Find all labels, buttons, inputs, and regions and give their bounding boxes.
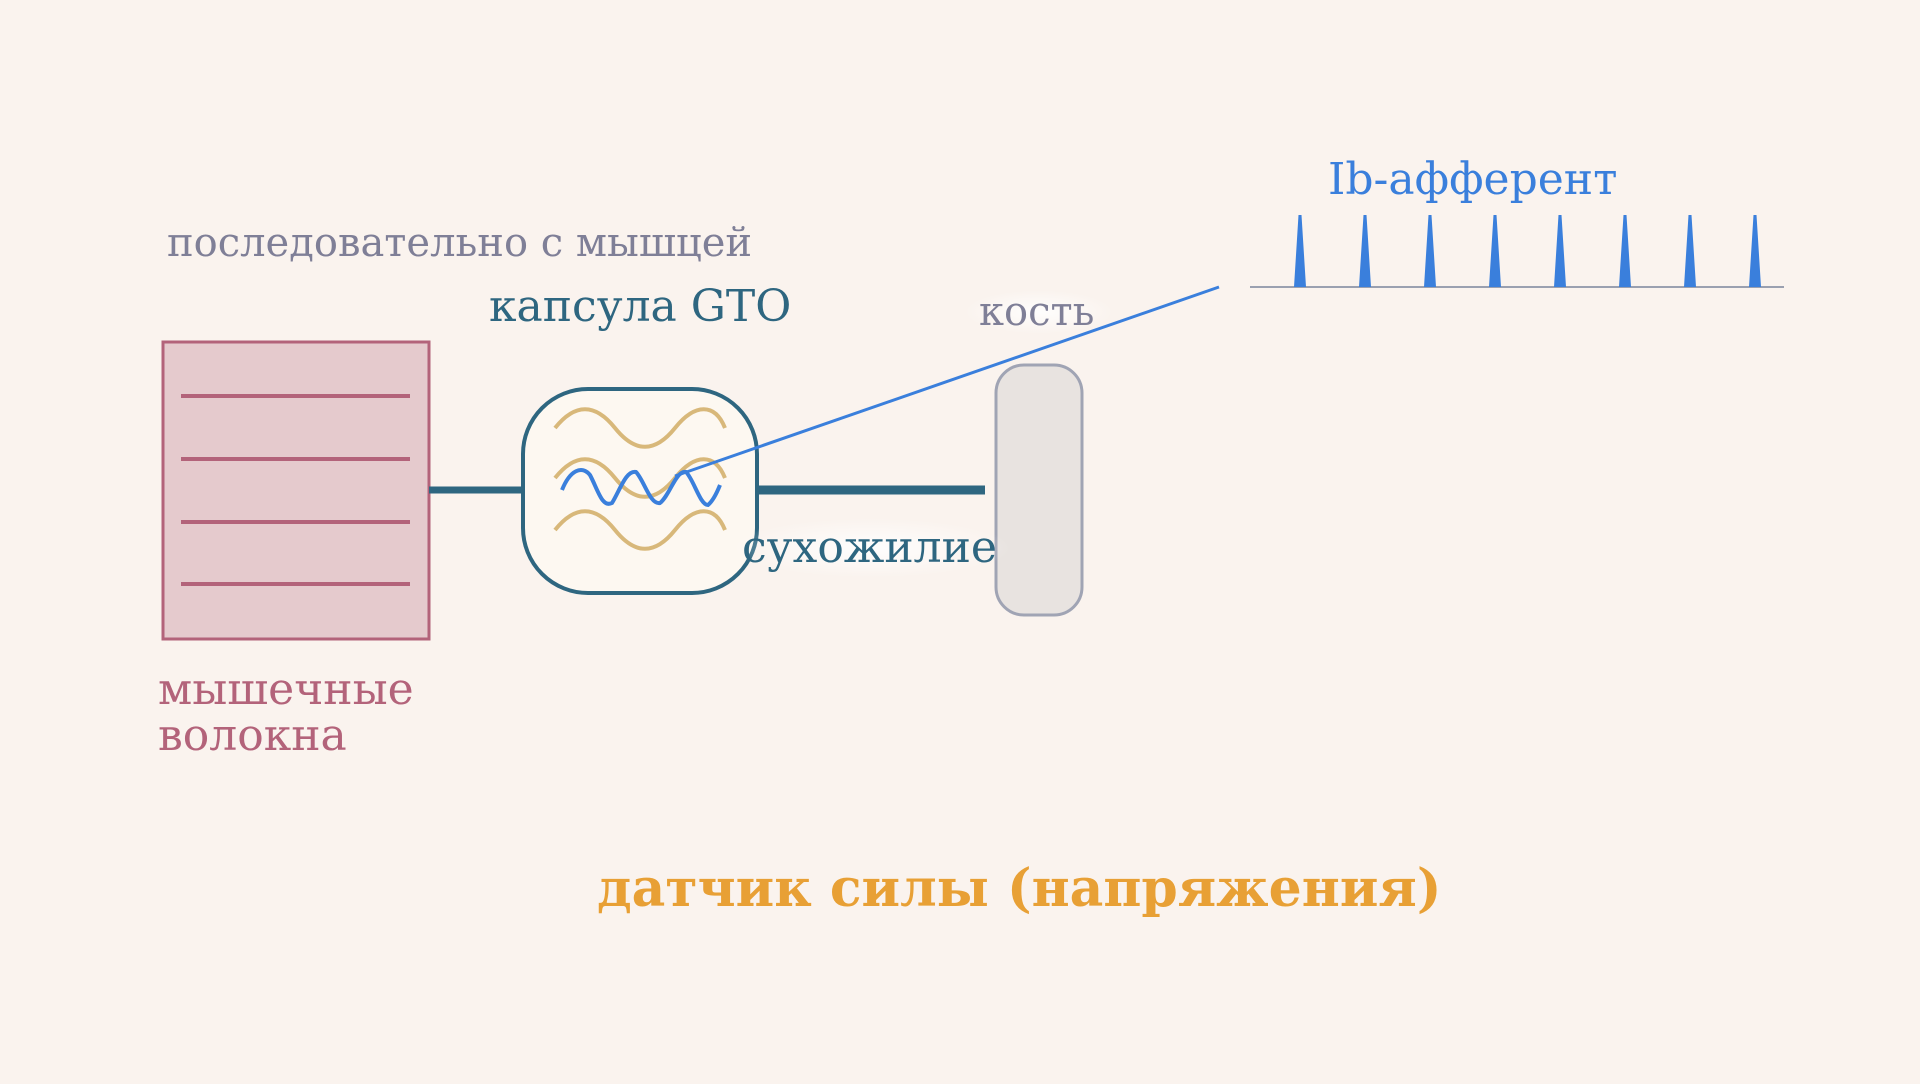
- action-potential-spike: [1749, 215, 1761, 287]
- muscle-block: [161, 340, 431, 641]
- label-haze: [964, 290, 1114, 334]
- tendon-label: сухожилие: [742, 522, 997, 573]
- action-potential-spike: [1554, 215, 1566, 287]
- bone-label: кость: [979, 289, 1094, 335]
- action-potential-spike: [1359, 215, 1371, 287]
- muscle-fibers: [161, 340, 431, 641]
- spike-train: [1250, 215, 1784, 288]
- collagen-fiber: [553, 509, 727, 551]
- action-potential-spike: [1294, 215, 1306, 287]
- afferent-label: Ib-афферент: [1328, 154, 1617, 205]
- label-haze: [731, 518, 1011, 578]
- capsule-outline: [521, 387, 759, 595]
- capsule-label: капсула GTO: [489, 281, 791, 332]
- bone: [994, 363, 1084, 617]
- muscle-label-line2: волокна: [158, 710, 347, 761]
- action-potential-spike: [1424, 215, 1436, 287]
- muscle-label-line1: мышечные: [158, 664, 414, 715]
- action-potential-spike: [1684, 215, 1696, 287]
- caption: датчик силы (напряжения): [597, 858, 1441, 919]
- collagen-fiber: [553, 407, 727, 449]
- collagen-fiber: [553, 457, 727, 499]
- series-note-label: последовательно с мышцей: [167, 220, 752, 266]
- gto-capsule: [521, 387, 759, 595]
- action-potential-spike: [1619, 215, 1631, 287]
- ib-afferent-axon: [674, 285, 1220, 478]
- action-potential-spike: [1489, 215, 1501, 287]
- afferent-nerve-ending: [560, 468, 722, 508]
